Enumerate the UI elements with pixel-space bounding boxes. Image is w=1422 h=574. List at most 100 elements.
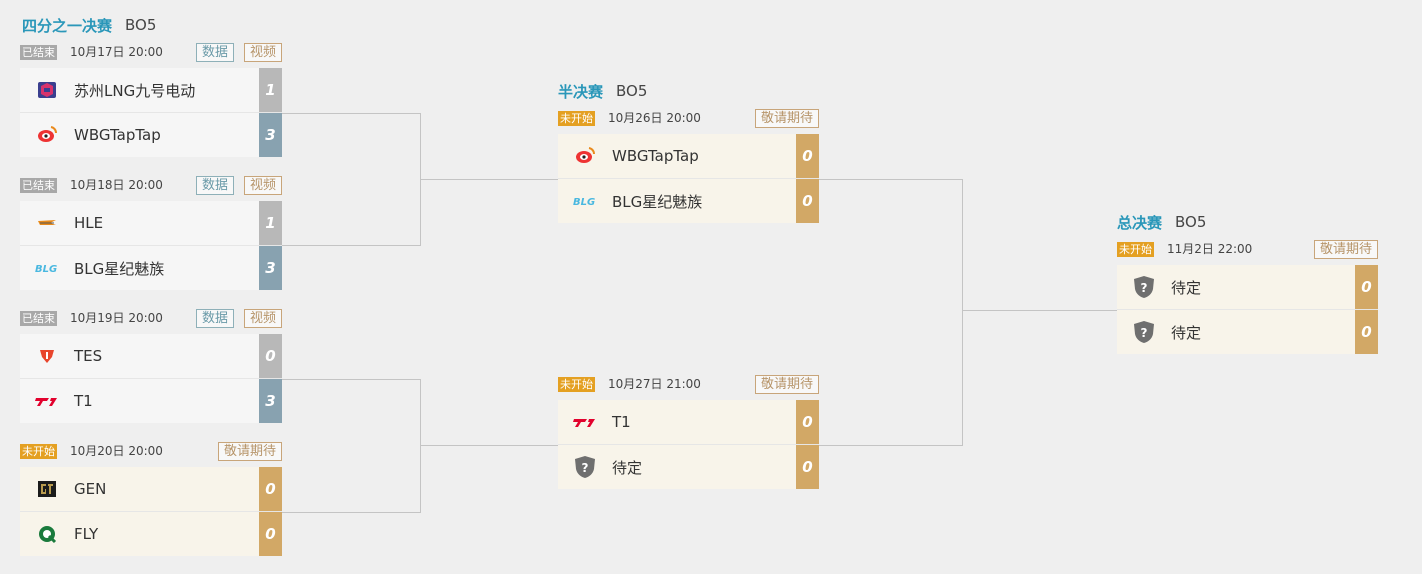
stage-title: 四分之一决赛 bbox=[22, 16, 113, 35]
stage-format: BO5 bbox=[125, 16, 157, 34]
status-badge: 已结束 bbox=[20, 311, 57, 326]
svg-text:BLG: BLG bbox=[35, 264, 57, 275]
match-card-q2[interactable]: 已结束 10月18日 20:00 数据 视频 HLE 1 BLG BLG星纪魅族 bbox=[20, 176, 282, 290]
data-button[interactable]: 数据 bbox=[195, 43, 234, 62]
data-button[interactable]: 数据 bbox=[195, 176, 234, 195]
team-row[interactable]: HLE 1 bbox=[20, 201, 282, 245]
stage-format: BO5 bbox=[1175, 213, 1207, 231]
team-name: 苏州LNG九号电动 bbox=[74, 81, 196, 100]
match-card-q3[interactable]: 已结束 10月19日 20:00 数据 视频 TES 0 T1 3 bbox=[20, 309, 282, 423]
match-header: 已结束 10月17日 20:00 数据 视频 bbox=[20, 43, 282, 63]
tbd-shield-icon: ? bbox=[1131, 274, 1157, 300]
video-button[interactable]: 视频 bbox=[243, 43, 282, 62]
team-row[interactable]: ? 待定 0 bbox=[558, 444, 819, 489]
bracket-connector bbox=[282, 245, 421, 246]
coming-soon-button[interactable]: 敬请期待 bbox=[754, 109, 819, 128]
team-name: WBGTapTap bbox=[612, 147, 699, 165]
coming-soon-button[interactable]: 敬请期待 bbox=[1313, 240, 1378, 259]
stage-title: 半决赛 bbox=[558, 82, 604, 101]
final-header: 总决赛 BO5 bbox=[1117, 211, 1206, 233]
match-header: 已结束 10月18日 20:00 数据 视频 bbox=[20, 176, 282, 196]
team-score: 0 bbox=[1355, 310, 1378, 354]
match-time: 10月27日 21:00 bbox=[608, 377, 701, 391]
status-badge: 未开始 bbox=[558, 377, 595, 392]
bracket-connector bbox=[420, 445, 558, 446]
team-row[interactable]: ? 待定 0 bbox=[1117, 309, 1378, 354]
team-name: 待定 bbox=[1171, 323, 1202, 342]
match-header: 未开始 10月20日 20:00 敬请期待 bbox=[20, 442, 282, 462]
match-card-q4[interactable]: 未开始 10月20日 20:00 敬请期待 GEN 0 FLY 0 bbox=[20, 442, 282, 556]
team-score: 0 bbox=[259, 512, 282, 556]
team-score: 0 bbox=[259, 467, 282, 511]
t1-logo-icon bbox=[572, 409, 598, 435]
data-button[interactable]: 数据 bbox=[195, 309, 234, 328]
wbg-logo-icon bbox=[34, 122, 60, 148]
bracket-connector bbox=[282, 512, 421, 513]
tes-logo-icon bbox=[34, 343, 60, 369]
bracket-connector bbox=[420, 379, 421, 513]
team-name: T1 bbox=[74, 392, 93, 410]
bracket-connector bbox=[962, 310, 1117, 311]
svg-text:?: ? bbox=[582, 461, 589, 475]
team-row[interactable]: TES 0 bbox=[20, 334, 282, 378]
match-card-final[interactable]: 未开始 11月2日 22:00 敬请期待 ? 待定 0 ? 待定 0 bbox=[1117, 240, 1378, 354]
match-card-s1[interactable]: 未开始 10月26日 20:00 敬请期待 WBGTapTap 0 BLG BL… bbox=[558, 109, 819, 223]
team-score: 1 bbox=[259, 68, 282, 112]
wbg-logo-icon bbox=[572, 143, 598, 169]
team-score: 3 bbox=[259, 113, 282, 157]
team-name: HLE bbox=[74, 214, 104, 232]
lng-logo-icon bbox=[34, 77, 60, 103]
coming-soon-button[interactable]: 敬请期待 bbox=[217, 442, 282, 461]
status-badge: 未开始 bbox=[20, 444, 57, 459]
team-name: T1 bbox=[612, 413, 631, 431]
team-score: 0 bbox=[796, 400, 819, 444]
video-button[interactable]: 视频 bbox=[243, 176, 282, 195]
team-row[interactable]: BLG BLG星纪魅族 0 bbox=[558, 178, 819, 223]
stage-title: 总决赛 bbox=[1117, 213, 1163, 232]
bracket-connector bbox=[819, 445, 962, 446]
team-row[interactable]: GEN 0 bbox=[20, 467, 282, 511]
team-row[interactable]: WBGTapTap 0 bbox=[558, 134, 819, 178]
gen-logo-icon bbox=[34, 476, 60, 502]
bracket-connector bbox=[282, 113, 421, 114]
match-time: 11月2日 22:00 bbox=[1167, 242, 1253, 256]
match-time: 10月17日 20:00 bbox=[70, 45, 163, 59]
tbd-shield-icon: ? bbox=[572, 454, 598, 480]
team-name: GEN bbox=[74, 480, 107, 498]
video-button[interactable]: 视频 bbox=[243, 309, 282, 328]
team-name: FLY bbox=[74, 525, 99, 543]
fly-logo-icon bbox=[34, 521, 60, 547]
team-name: BLG星纪魅族 bbox=[612, 192, 703, 211]
team-score: 0 bbox=[796, 179, 819, 223]
team-row[interactable]: T1 3 bbox=[20, 378, 282, 423]
team-row[interactable]: BLG BLG星纪魅族 3 bbox=[20, 245, 282, 290]
team-name: TES bbox=[74, 347, 103, 365]
status-badge: 已结束 bbox=[20, 45, 57, 60]
svg-text:?: ? bbox=[1141, 281, 1148, 295]
match-header: 已结束 10月19日 20:00 数据 视频 bbox=[20, 309, 282, 329]
match-card-q1[interactable]: 已结束 10月17日 20:00 数据 视频 苏州LNG九号电动 1 WBGTa… bbox=[20, 43, 282, 157]
match-card-s2[interactable]: 未开始 10月27日 21:00 敬请期待 T1 0 ? 待定 0 bbox=[558, 375, 819, 489]
team-row[interactable]: WBGTapTap 3 bbox=[20, 112, 282, 157]
team-row[interactable]: ? 待定 0 bbox=[1117, 265, 1378, 309]
match-time: 10月20日 20:00 bbox=[70, 444, 163, 458]
team-score: 0 bbox=[1355, 265, 1378, 309]
match-time: 10月19日 20:00 bbox=[70, 311, 163, 325]
bracket-connector bbox=[282, 379, 421, 380]
bracket-connector bbox=[962, 179, 963, 446]
team-name: WBGTapTap bbox=[74, 126, 161, 144]
team-row[interactable]: 苏州LNG九号电动 1 bbox=[20, 68, 282, 112]
team-name: BLG星纪魅族 bbox=[74, 259, 165, 278]
stage-format: BO5 bbox=[616, 82, 648, 100]
team-score: 3 bbox=[259, 246, 282, 290]
team-score: 1 bbox=[259, 201, 282, 245]
svg-text:?: ? bbox=[1141, 326, 1148, 340]
team-score: 3 bbox=[259, 379, 282, 423]
status-badge: 未开始 bbox=[1117, 242, 1154, 257]
team-row[interactable]: T1 0 bbox=[558, 400, 819, 444]
team-row[interactable]: FLY 0 bbox=[20, 511, 282, 556]
match-time: 10月18日 20:00 bbox=[70, 178, 163, 192]
coming-soon-button[interactable]: 敬请期待 bbox=[754, 375, 819, 394]
match-time: 10月26日 20:00 bbox=[608, 111, 701, 125]
t1-logo-icon bbox=[34, 388, 60, 414]
